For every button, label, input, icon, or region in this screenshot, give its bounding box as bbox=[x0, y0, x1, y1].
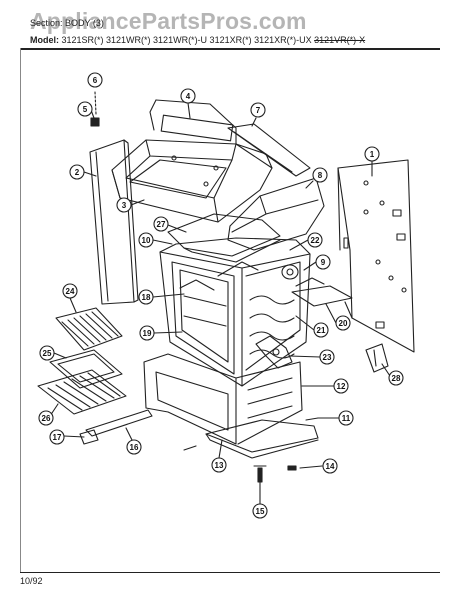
part-vent-duct bbox=[228, 178, 324, 250]
watermark: AppliancePartsPros.com bbox=[30, 8, 307, 34]
callout-4: 4 bbox=[186, 92, 191, 101]
part-base-frame bbox=[144, 354, 318, 458]
part-kick-plate bbox=[80, 410, 152, 444]
callout-22: 22 bbox=[311, 236, 320, 245]
callout-3: 3 bbox=[122, 201, 127, 210]
part-trim-strip bbox=[228, 124, 310, 176]
part-back-panel bbox=[338, 160, 414, 352]
part-broiler-rack bbox=[38, 370, 126, 414]
callout-9: 9 bbox=[321, 258, 326, 267]
part-side-panel bbox=[90, 140, 138, 304]
part-corner-bracket bbox=[366, 344, 388, 372]
callout-25: 25 bbox=[43, 349, 52, 358]
callout-7: 7 bbox=[256, 106, 261, 115]
callout-19: 19 bbox=[143, 329, 152, 338]
callout-15: 15 bbox=[256, 507, 265, 516]
section-title: Section: BODY (3) bbox=[30, 18, 104, 28]
callout-24: 24 bbox=[66, 287, 75, 296]
part-oven-top-liner bbox=[168, 214, 280, 262]
part-bracket bbox=[292, 278, 352, 306]
callout-6: 6 bbox=[93, 76, 98, 85]
callout-11: 11 bbox=[342, 414, 351, 423]
callout-28: 28 bbox=[392, 374, 401, 383]
callout-16: 16 bbox=[130, 443, 139, 452]
part-screw bbox=[91, 92, 99, 126]
part-top-cooktop bbox=[112, 100, 272, 222]
callouts: 1 2 3 4 5 6 7 8 9 10 11 12 bbox=[38, 72, 404, 519]
callout-14: 14 bbox=[326, 462, 335, 471]
left-border bbox=[20, 48, 21, 572]
footer-rule bbox=[20, 572, 440, 573]
callout-27: 27 bbox=[157, 220, 166, 229]
part-oven-rack bbox=[56, 308, 122, 350]
callout-10: 10 bbox=[142, 236, 151, 245]
header-rule bbox=[20, 48, 440, 50]
revision-date: 10/92 bbox=[20, 576, 43, 586]
callout-18: 18 bbox=[142, 293, 151, 302]
callout-21: 21 bbox=[317, 326, 326, 335]
part-burner-clip bbox=[256, 336, 292, 368]
model-struck: 3121VR(*)-X bbox=[314, 35, 366, 45]
callout-23: 23 bbox=[323, 353, 332, 362]
callout-17: 17 bbox=[53, 433, 62, 442]
callout-1: 1 bbox=[370, 150, 375, 159]
model-label: Model: bbox=[30, 35, 59, 45]
callout-5: 5 bbox=[83, 105, 88, 114]
model-list: 3121SR(*) 3121WR(*) 3121WR(*)-U 3121XR(*… bbox=[61, 35, 312, 45]
callout-8: 8 bbox=[318, 171, 323, 180]
callout-20: 20 bbox=[339, 319, 348, 328]
callout-12: 12 bbox=[337, 382, 346, 391]
callout-26: 26 bbox=[42, 414, 51, 423]
model-line: Model: 3121SR(*) 3121WR(*) 3121WR(*)-U 3… bbox=[30, 35, 365, 45]
callout-2: 2 bbox=[75, 168, 80, 177]
part-leveler bbox=[184, 446, 296, 482]
callout-13: 13 bbox=[215, 461, 224, 470]
part-oven-body bbox=[160, 238, 310, 386]
